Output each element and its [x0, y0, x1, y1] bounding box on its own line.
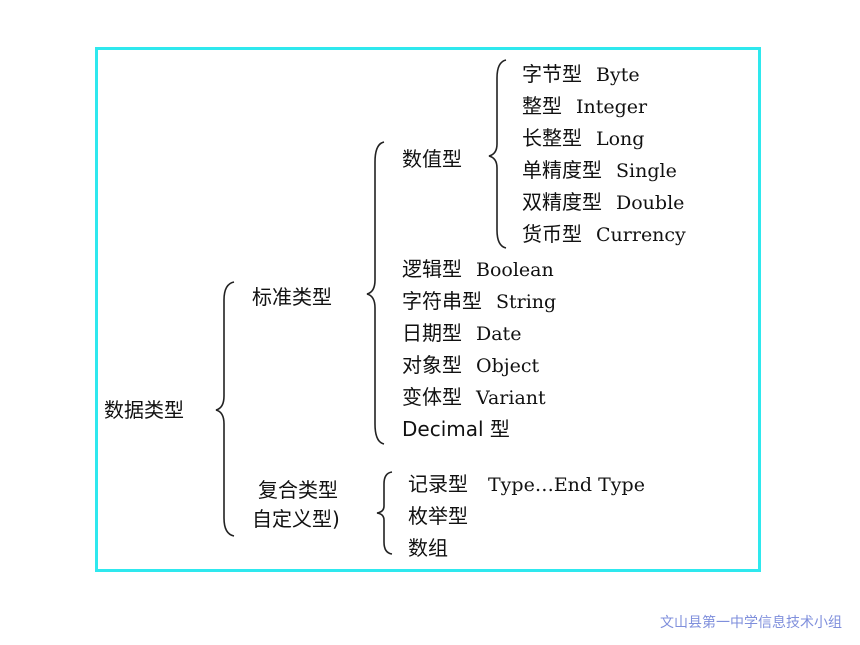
- standard-item: 逻辑型 Boolean: [402, 257, 554, 282]
- composite-brace: [376, 471, 393, 555]
- type-cn-name: 日期型: [402, 321, 462, 345]
- type-cn-name: 枚举型: [408, 504, 468, 528]
- type-cn-name: 单精度型: [522, 158, 602, 182]
- composite-type-label-sub: 自定义型): [252, 507, 340, 531]
- type-cn-name: 对象型: [402, 353, 462, 377]
- type-en-name: Object: [476, 355, 540, 377]
- type-en-name: Boolean: [476, 259, 554, 281]
- numeric-item: 货币型 Currency: [522, 222, 686, 247]
- standard-item: 对象型 Object: [402, 353, 539, 378]
- standard-brace: [366, 141, 385, 445]
- composite-item: 记录型 Type…End Type: [408, 472, 645, 497]
- standard-item: 日期型 Date: [402, 321, 521, 346]
- type-en-name: Double: [616, 192, 685, 214]
- numeric-item: 长整型 Long: [522, 126, 644, 151]
- type-en-name: Date: [476, 323, 522, 345]
- footer-credit: 文山县第一中学信息技术小组: [660, 615, 842, 631]
- composite-item: 枚举型: [408, 504, 468, 528]
- type-en-name: Type…End Type: [488, 474, 645, 496]
- type-cn-name: Decimal 型: [402, 417, 510, 441]
- numeric-item: 单精度型 Single: [522, 158, 677, 183]
- root-brace: [215, 281, 235, 537]
- type-en-name: Byte: [596, 64, 640, 86]
- type-cn-name: 逻辑型: [402, 257, 462, 281]
- type-cn-name: 整型: [522, 94, 562, 118]
- numeric-item: 双精度型 Double: [522, 190, 684, 215]
- numeric-brace: [488, 59, 507, 249]
- type-en-name: Currency: [596, 224, 686, 246]
- standard-type-label: 标准类型: [252, 285, 332, 309]
- numeric-type-label: 数值型: [402, 147, 462, 171]
- diagram-frame: [95, 47, 761, 572]
- type-en-name: Single: [616, 160, 677, 182]
- numeric-item: 整型 Integer: [522, 94, 647, 119]
- type-cn-name: 字符串型: [402, 289, 482, 313]
- root-label: 数据类型: [104, 398, 184, 422]
- standard-item: Decimal 型: [402, 417, 510, 441]
- composite-type-label: 复合类型: [258, 478, 338, 502]
- type-en-name: String: [496, 291, 557, 313]
- type-en-name: Integer: [576, 96, 648, 118]
- type-en-name: Variant: [476, 387, 546, 409]
- type-cn-name: 数组: [408, 536, 448, 560]
- standard-item: 变体型 Variant: [402, 385, 546, 410]
- type-cn-name: 字节型: [522, 62, 582, 86]
- type-cn-name: 长整型: [522, 126, 582, 150]
- standard-item: 字符串型 String: [402, 289, 556, 314]
- numeric-item: 字节型 Byte: [522, 62, 640, 87]
- type-cn-name: 记录型: [408, 472, 468, 496]
- type-cn-name: 货币型: [522, 222, 582, 246]
- type-cn-name: 变体型: [402, 385, 462, 409]
- type-cn-name: 双精度型: [522, 190, 602, 214]
- composite-item: 数组: [408, 536, 448, 560]
- type-en-name: Long: [596, 128, 645, 150]
